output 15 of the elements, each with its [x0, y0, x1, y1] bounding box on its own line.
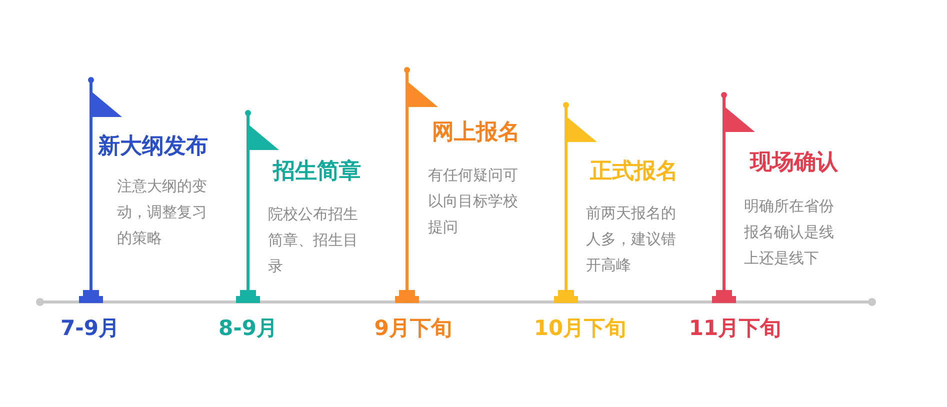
milestone-title: 现场确认 [750, 152, 838, 174]
milestone-title: 网上报名 [432, 122, 520, 144]
milestone-title: 新大纲发布 [98, 136, 208, 158]
date-label: 9月下旬 [374, 318, 452, 339]
milestone-description: 注意大纲的变动，调整复习的策略 [117, 176, 207, 249]
date-label: 10月下旬 [534, 318, 626, 339]
date-label: 7-9月 [60, 318, 120, 339]
milestone-title: 招生简章 [273, 161, 361, 183]
date-label: 8-9月 [218, 318, 278, 339]
milestone-description: 院校公布招生简章、招生目录 [268, 204, 359, 277]
milestone-description: 明确所在省份报名确认是线上还是线下 [744, 196, 835, 269]
milestone-description: 有任何疑问可以向目标学校提问 [428, 165, 519, 238]
milestone-description: 前两天报名的人多，建议错开高峰 [586, 203, 677, 276]
date-label: 11月下旬 [688, 318, 782, 339]
milestone-title: 正式报名 [590, 161, 678, 183]
